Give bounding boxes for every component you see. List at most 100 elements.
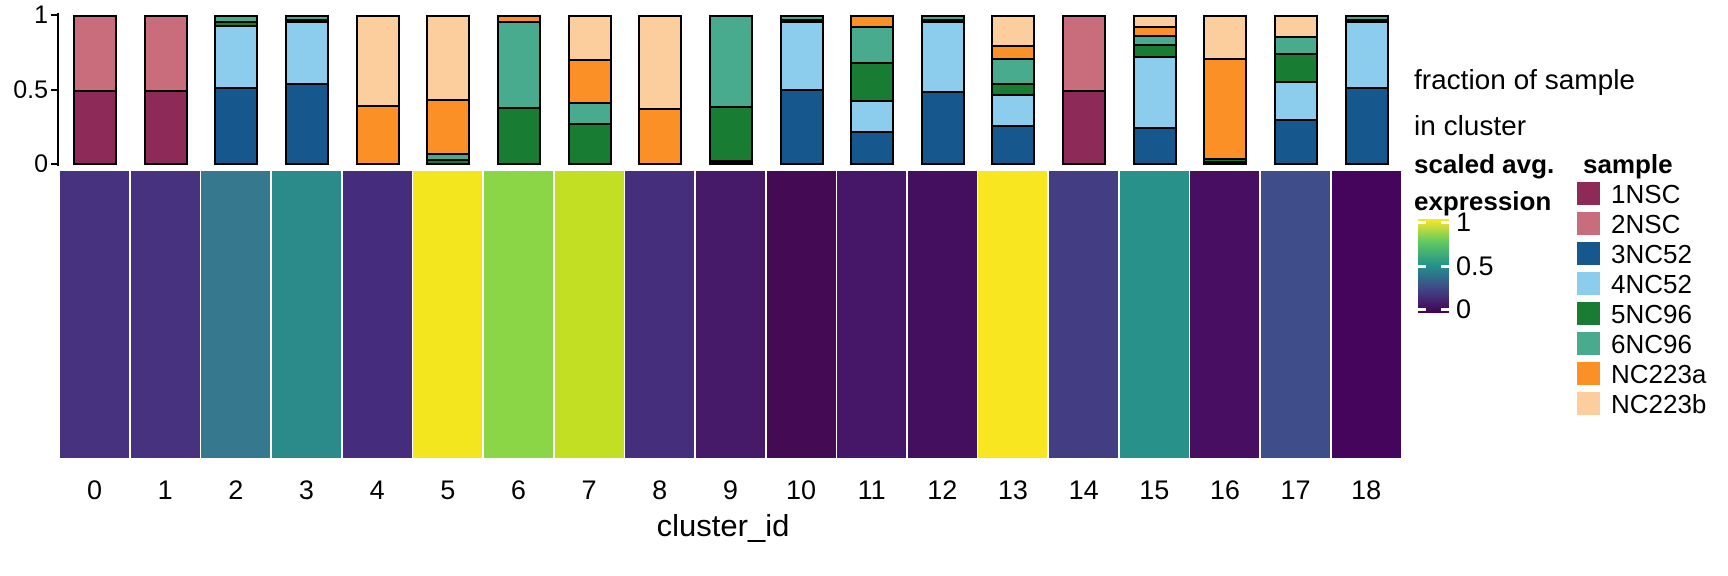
- y-tick-label: 0.5: [13, 75, 48, 104]
- heatmap-cell-cluster-17: [1261, 171, 1331, 458]
- bar-segment-3NC52: [1276, 119, 1317, 163]
- bar-segment-5NC96: [286, 19, 327, 22]
- bar-segment-NC223a: [640, 107, 681, 163]
- y-tick-mark: [51, 14, 58, 16]
- sample-label: 6NC96: [1611, 329, 1692, 359]
- stacked-bar-cluster-2: [214, 15, 259, 165]
- sample-label: 4NC52: [1611, 269, 1692, 299]
- bar-segment-6NC96: [286, 17, 327, 20]
- x-tick-label: 7: [581, 475, 597, 505]
- sample-swatch-6NC96: [1577, 332, 1600, 355]
- x-tick-label: 15: [1139, 475, 1170, 505]
- stacked-bar-cluster-0: [73, 15, 117, 165]
- bar-segment-5NC96: [1276, 53, 1317, 82]
- bar-segment-NC223b: [993, 17, 1034, 45]
- bar-segment-4NC52: [852, 100, 893, 131]
- bar-segment-4NC52: [216, 25, 257, 88]
- heatmap-cell-cluster-2: [201, 171, 271, 458]
- stacked-bar-cluster-17: [1274, 15, 1319, 165]
- heatmap-cell-cluster-14: [1049, 171, 1119, 458]
- bar-segment-NC223b: [357, 17, 398, 105]
- bar-segment-6NC96: [498, 20, 539, 107]
- x-tick-label: 2: [228, 475, 244, 505]
- sample-swatch-NC223a: [1577, 362, 1600, 385]
- bar-segment-6NC96: [710, 17, 751, 107]
- heatmap-cell-cluster-9: [695, 171, 765, 458]
- stacked-bar-cluster-15: [1132, 15, 1177, 165]
- stacked-bar-cluster-12: [920, 15, 965, 165]
- expression-legend-title-line2: expression: [1414, 186, 1552, 216]
- bar-segment-NC223a: [569, 58, 610, 103]
- colorbar-tick-dash-right: [1441, 264, 1449, 268]
- bar-segment-2NSC: [75, 17, 115, 90]
- stacked-bar-cluster-13: [991, 15, 1036, 165]
- bar-segment-6NC96: [1346, 17, 1387, 20]
- sample-swatch-5NC96: [1577, 302, 1600, 325]
- stacked-bar-cluster-9: [708, 15, 753, 165]
- x-tick-label: 3: [298, 475, 314, 505]
- bar-segment-NC223b: [428, 17, 469, 100]
- bar-segment-NC223a: [1134, 25, 1175, 35]
- bar-segment-3NC52: [922, 91, 963, 163]
- x-tick-label: 13: [997, 475, 1028, 505]
- bar-segment-NC223a: [852, 17, 893, 26]
- bar-segment-3NC52: [216, 87, 257, 163]
- sample-legend-title: sample: [1583, 149, 1673, 179]
- heatmap-cell-cluster-5: [413, 171, 483, 458]
- heatmap-cell-cluster-8: [625, 171, 695, 458]
- stacked-bar-cluster-7: [567, 15, 612, 165]
- bar-segment-3NC52: [710, 160, 751, 163]
- expression-legend-title-line1: scaled avg.: [1414, 149, 1555, 179]
- x-tick-label: 14: [1068, 475, 1099, 505]
- stacked-bar-cluster-11: [850, 15, 895, 165]
- stacked-bar-cluster-18: [1344, 15, 1389, 165]
- heatmap-cell-cluster-16: [1190, 171, 1260, 458]
- bar-segment-NC223a: [993, 44, 1034, 58]
- bar-segment-5NC96: [781, 18, 822, 21]
- colorbar-tick-dash-left: [1418, 308, 1426, 311]
- bar-segment-6NC96: [216, 17, 257, 21]
- heatmap-cell-cluster-18: [1331, 171, 1401, 458]
- bar-segment-5NC96: [428, 158, 469, 163]
- x-tick-label: 0: [86, 475, 103, 505]
- bar-segment-6NC96: [781, 17, 822, 19]
- heatmap-cell-cluster-3: [271, 171, 341, 458]
- bar-segment-5NC96: [216, 20, 257, 26]
- stacked-bar-cluster-5: [426, 15, 471, 165]
- bar-segment-6NC96: [1134, 34, 1175, 44]
- sample-swatch-1NSC: [1577, 182, 1600, 205]
- heatmap-cell-cluster-13: [978, 171, 1048, 458]
- stacked-bar-cluster-6: [496, 15, 541, 165]
- y-axis-line: [57, 13, 59, 166]
- bar-segment-NC223b: [640, 17, 681, 108]
- bar-segment-6NC96: [569, 102, 610, 123]
- x-tick-label: 9: [722, 475, 738, 505]
- x-tick-label: 8: [652, 475, 668, 505]
- colorbar-tick-dash-right: [1441, 221, 1449, 224]
- sample-label: NC223b: [1611, 389, 1707, 419]
- bar-segment-5NC96: [569, 122, 610, 163]
- sample-swatch-4NC52: [1577, 272, 1600, 295]
- bar-segment-4NC52: [1276, 81, 1317, 120]
- bar-segment-4NC52: [922, 21, 963, 92]
- x-tick-label: 5: [440, 475, 456, 505]
- sample-label: 5NC96: [1611, 299, 1692, 329]
- stacked-bar-cluster-1: [143, 15, 188, 165]
- bar-segment-5NC96: [498, 106, 539, 163]
- bar-segment-4NC52: [1134, 55, 1175, 128]
- bar-segment-2NSC: [145, 17, 186, 90]
- bar-segment-NC223b: [1276, 17, 1317, 36]
- bar-segment-3NC52: [1346, 87, 1387, 163]
- sample-label: 1NSC: [1611, 179, 1681, 209]
- stacked-bar-cluster-14: [1062, 15, 1107, 165]
- bar-segment-NC223a: [498, 17, 539, 21]
- heatmap-cell-cluster-12: [907, 171, 977, 458]
- colorbar-tick-dash-right: [1441, 308, 1449, 311]
- x-tick-label: 18: [1351, 475, 1382, 505]
- stacked-bar-cluster-10: [779, 15, 824, 165]
- bar-segment-1NSC: [1064, 90, 1105, 163]
- heatmap-cell-cluster-10: [766, 171, 836, 458]
- bar-segment-6NC96: [428, 152, 469, 159]
- x-tick-label: 10: [785, 475, 817, 505]
